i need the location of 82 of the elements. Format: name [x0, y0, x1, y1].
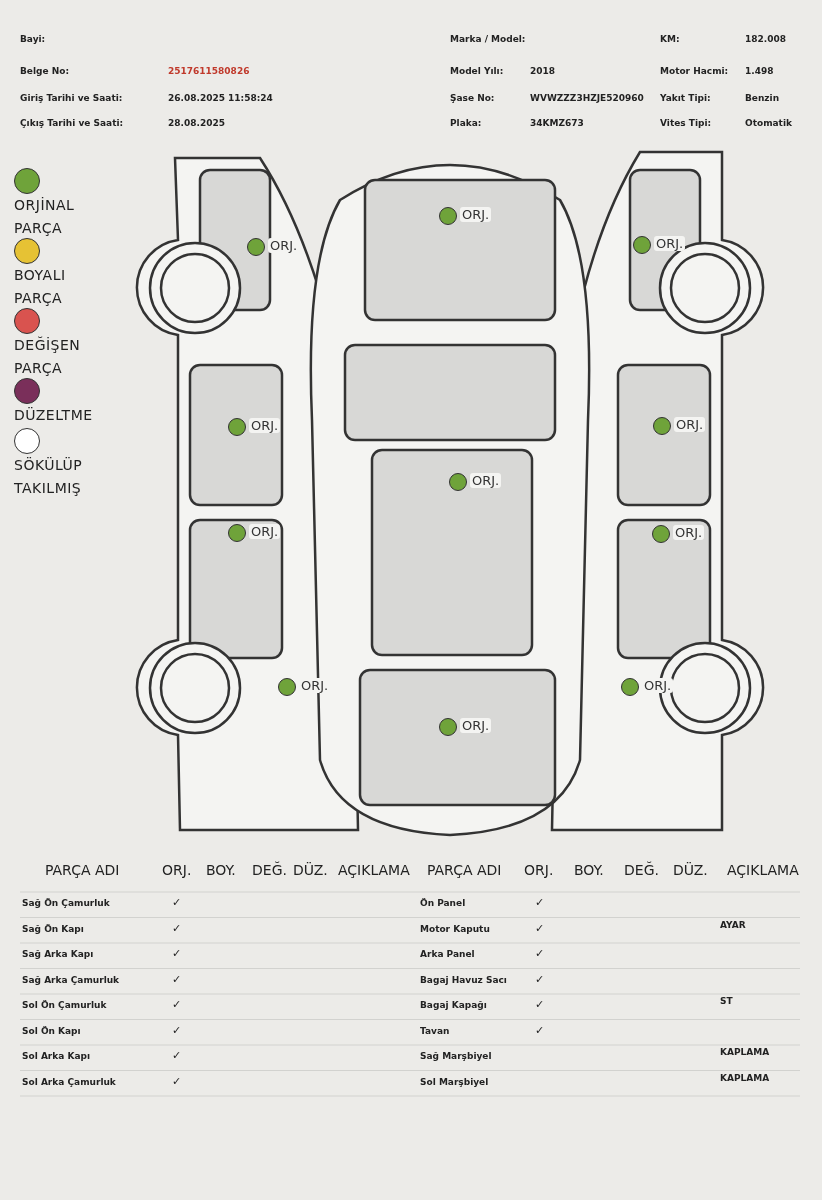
field-value: Benzin [745, 93, 780, 103]
column-header: AÇIKLAMA [727, 862, 799, 878]
check-mark: ✓ [172, 1074, 182, 1088]
check-mark: ✓ [535, 947, 545, 960]
check-mark: ✓ [535, 921, 545, 935]
check-mark: ✓ [172, 1049, 182, 1062]
column-header: PARÇA ADI [427, 862, 502, 878]
field-value: Otomatik [745, 118, 792, 128]
status-label: ORJ. [642, 678, 674, 693]
part-name: Bagaj Kapağı [420, 1000, 487, 1010]
part-name: Bagaj Havuz Sacı [420, 974, 507, 985]
check-mark: ✓ [172, 947, 182, 960]
field-value: 2517611580826 [168, 66, 250, 76]
part-name: Arka Panel [420, 949, 475, 959]
field-label: Vites Tipi: [660, 118, 712, 128]
legend-label: DEĞİŞEN PARÇA [14, 335, 82, 378]
column-header: DEĞ. [252, 862, 287, 878]
check-mark: ✓ [172, 896, 182, 909]
field-value: 2018 [530, 66, 556, 76]
field-label: KM: [660, 34, 680, 44]
part-name: Tavan [420, 1025, 450, 1036]
part-name: Ön Panel [420, 898, 466, 908]
legend-label: SÖKÜLÜP TAKILMIŞ [14, 456, 84, 498]
part-name: Sol Arka Çamurluk [22, 1076, 116, 1087]
check-mark: ✓ [535, 998, 545, 1011]
field-value: 182.008 [745, 34, 786, 44]
field-value: 1.498 [745, 66, 774, 76]
part-name: Sağ Arka Kapı [22, 949, 94, 959]
status-label: ORJ. [249, 418, 281, 433]
field-value: 28.08.2025 [168, 118, 225, 128]
check-mark: ✓ [535, 972, 545, 986]
field-label: Çıkış Tarihi ve Saati: [20, 118, 124, 128]
check-mark: ✓ [172, 1023, 182, 1037]
check-mark: ✓ [172, 972, 182, 986]
field-label: Şase No: [450, 93, 495, 103]
part-name: Sağ Marşbiyel [420, 1051, 492, 1061]
column-header: AÇIKLAMA [338, 862, 410, 878]
check-mark: ✓ [172, 998, 182, 1011]
remark-text: AYAR [720, 919, 746, 930]
status-label: ORJ. [460, 718, 492, 733]
column-header: BOY. [574, 862, 604, 878]
legend-label: BOYALI PARÇA [14, 266, 67, 308]
part-name: Sol Ön Kapı [22, 1025, 81, 1036]
part-name: Sağ Ön Çamurluk [22, 898, 110, 908]
legend-label: ORJİNAL PARÇA [14, 196, 76, 238]
legend-label: DÜZELTME [14, 406, 94, 425]
part-name: Sağ Arka Çamurluk [22, 974, 120, 985]
check-mark: ✓ [172, 921, 182, 935]
column-header: DEĞ. [624, 862, 659, 878]
field-value: 26.08.2025 11:58:24 [168, 93, 273, 103]
status-label: ORJ. [654, 236, 686, 251]
check-mark: ✓ [535, 1023, 545, 1037]
column-header: DÜZ. [293, 862, 328, 878]
column-header: ORJ. [524, 862, 554, 878]
field-label: Bayi: [20, 34, 46, 44]
field-label: Giriş Tarihi ve Saati: [20, 93, 123, 103]
part-name: Sol Arka Kapı [22, 1051, 91, 1061]
column-header: ORJ. [162, 862, 192, 878]
field-value: WVWZZZ3HZJE520960 [530, 93, 644, 103]
column-header: DÜZ. [673, 862, 708, 878]
field-value: 34KMZ673 [530, 118, 584, 128]
remark-text: ST [720, 996, 733, 1006]
remark-text: KAPLAMA [720, 1072, 770, 1083]
part-name: Sol Ön Çamurluk [22, 1000, 107, 1010]
status-label: ORJ. [470, 473, 502, 488]
part-name: Sağ Ön Kapı [22, 923, 84, 934]
field-label: Marka / Model: [450, 34, 526, 44]
part-name: Sol Marşbiyel [420, 1076, 489, 1087]
status-label: ORJ. [460, 207, 492, 222]
remark-text: KAPLAMA [720, 1047, 770, 1057]
field-label: Yakıt Tipi: [660, 93, 711, 103]
column-header: BOY. [206, 862, 236, 878]
field-label: Motor Hacmi: [660, 66, 729, 76]
field-label: Belge No: [20, 66, 70, 76]
check-mark: ✓ [535, 896, 545, 909]
field-label: Model Yılı: [450, 66, 504, 76]
field-label: Plaka: [450, 118, 482, 128]
column-header: PARÇA ADI [45, 862, 120, 878]
status-label: ORJ. [673, 525, 705, 540]
status-label: ORJ. [674, 417, 706, 432]
part-name: Motor Kaputu [420, 923, 490, 934]
status-label: ORJ. [249, 524, 281, 539]
